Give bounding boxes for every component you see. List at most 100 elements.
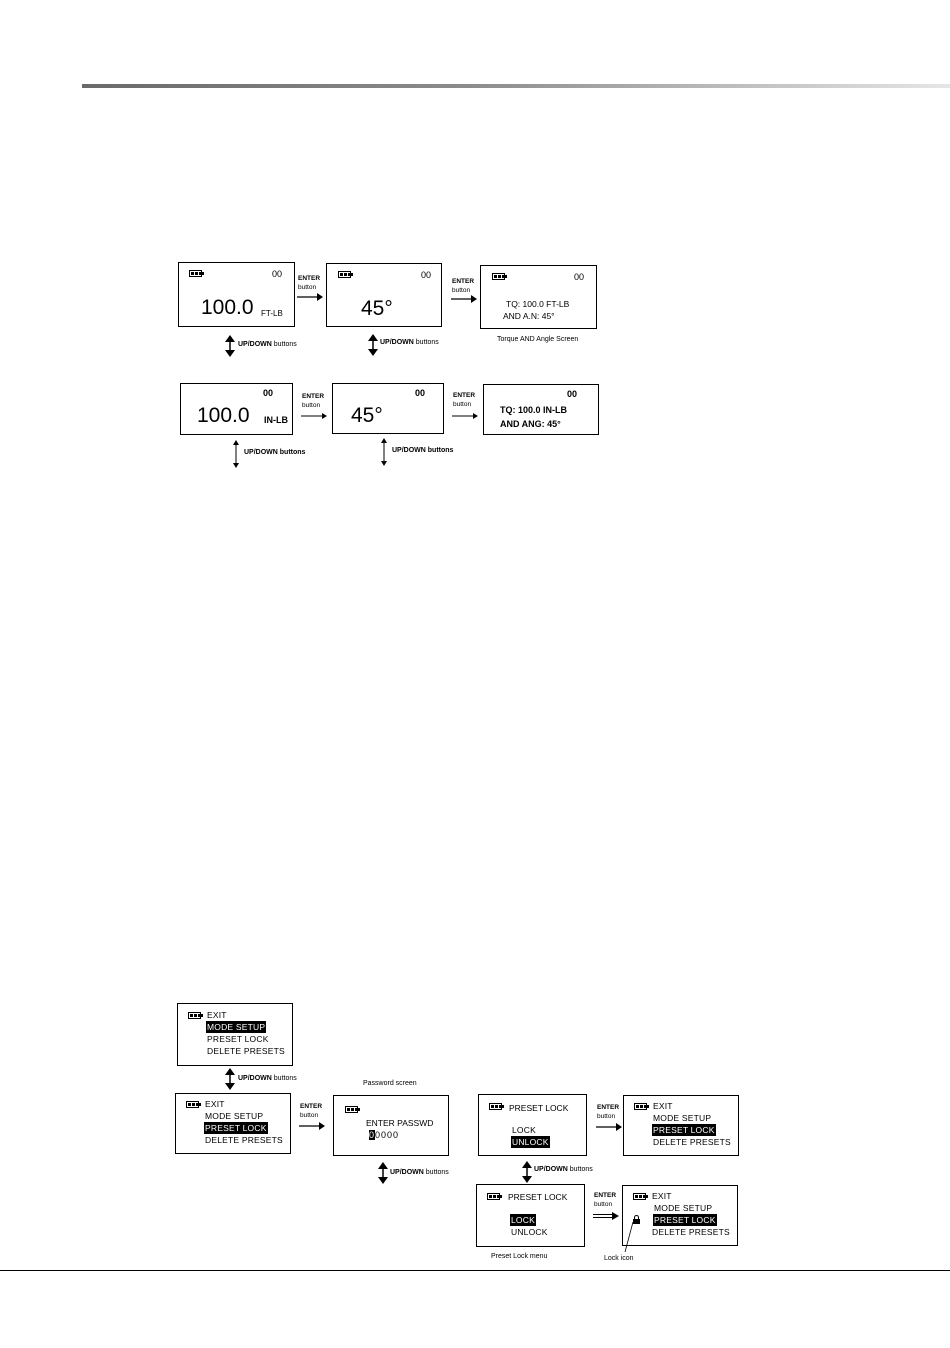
angle-line: AND ANG: 45° (500, 419, 561, 429)
menu-item-exit: EXIT (205, 1099, 225, 1109)
arrow-right-icon (452, 413, 478, 419)
menu-list: EXIT MODE SETUP PRESET LOCK DELETE PRESE… (206, 1009, 286, 1057)
menu-item-mode-setup: MODE SETUP (653, 1113, 712, 1123)
menu-list: EXIT MODE SETUP PRESET LOCK DELETE PRESE… (651, 1190, 731, 1238)
preset-lock-screen-unlock: PRESET LOCK LOCK UNLOCK (478, 1094, 587, 1156)
up-down-arrow-icon (225, 335, 235, 357)
up-down-arrow-icon (378, 1162, 388, 1184)
preset-lock-screen-lock: PRESET LOCK LOCK UNLOCK (476, 1184, 585, 1247)
battery-icon (188, 1012, 203, 1019)
menu-item-mode-setup: MODE SETUP (205, 1111, 264, 1121)
preset-lock-title: PRESET LOCK (509, 1103, 569, 1113)
screen-torque-and-angle: 00 TQ: 100.0 IN-LB AND ANG: 45° (483, 384, 599, 435)
counter: 00 (567, 389, 578, 399)
lock-icon-pointer (624, 1221, 634, 1253)
caption-password-screen: Password screen (363, 1080, 417, 1087)
password-title: ENTER PASSWD (366, 1118, 434, 1128)
up-down-arrow-icon (381, 438, 387, 466)
battery-icon (633, 1193, 648, 1200)
battery-icon (338, 271, 353, 278)
updown-label: UP/DOWN buttons (390, 1169, 449, 1176)
menu-item-exit: EXIT (653, 1101, 673, 1111)
angle-line: AND A.N: 45° (503, 311, 555, 321)
menu-item-mode-setup: MODE SETUP (654, 1203, 713, 1213)
header-rule (82, 84, 950, 88)
torque-value: 100.0 (201, 296, 254, 319)
menu-item-preset-lock: PRESET LOCK (652, 1124, 716, 1136)
updown-label: UP/DOWN buttons (244, 449, 306, 456)
counter: 00 (574, 272, 585, 282)
arrow-right-icon (301, 413, 327, 419)
menu-item-exit: EXIT (207, 1010, 227, 1020)
menu-item-delete-presets: DELETE PRESETS (653, 1137, 731, 1147)
screen-angle: 00 45° (332, 383, 444, 434)
up-down-arrow-icon (368, 334, 378, 356)
menu-item-delete-presets: DELETE PRESETS (205, 1135, 283, 1145)
menu-item-mode-setup: MODE SETUP (206, 1021, 267, 1033)
menu-item-delete-presets: DELETE PRESETS (207, 1046, 285, 1056)
menu-item-preset-lock: PRESET LOCK (207, 1034, 269, 1044)
lock-icon (633, 1215, 640, 1224)
battery-icon (489, 1103, 504, 1110)
torque-line: TQ: 100.0 IN-LB (500, 405, 568, 415)
arrow-right-icon (299, 1122, 325, 1130)
up-down-arrow-icon (233, 440, 239, 468)
battery-icon (189, 270, 204, 277)
lock-options: LOCK UNLOCK (510, 1214, 549, 1238)
option-unlock: UNLOCK (511, 1136, 550, 1148)
arrow-right-icon (451, 295, 477, 303)
counter: 00 (421, 270, 432, 280)
lock-options: LOCK UNLOCK (511, 1124, 550, 1148)
menu-item-preset-lock: PRESET LOCK (653, 1214, 717, 1226)
counter: 00 (415, 388, 426, 398)
menu-list: EXIT MODE SETUP PRESET LOCK DELETE PRESE… (204, 1098, 284, 1146)
screen-torque-ftlb: 00 100.0 FT-LB (178, 262, 295, 327)
arrow-right-icon (297, 293, 323, 301)
battery-icon (345, 1106, 360, 1113)
updown-label: UP/DOWN buttons (380, 339, 439, 346)
screen-torque-and-angle: 00 TQ: 100.0 FT-LB AND A.N: 45° (480, 265, 597, 329)
torque-line: TQ: 100.0 FT-LB (506, 299, 570, 309)
caption-preset-lock-menu: Preset Lock menu (491, 1253, 548, 1260)
battery-icon (634, 1103, 649, 1110)
menu-item-exit: EXIT (652, 1191, 672, 1201)
footer-rule (0, 1270, 950, 1271)
menu-screen-unlocked: EXIT MODE SETUP PRESET LOCK DELETE PRESE… (623, 1095, 739, 1156)
menu-screen-mode-setup: EXIT MODE SETUP PRESET LOCK DELETE PRESE… (177, 1003, 293, 1066)
battery-icon (186, 1101, 201, 1108)
password-rest-digits: 0000 (375, 1130, 400, 1140)
screen-torque-inlb: 00 100.0 IN-LB (180, 383, 293, 435)
menu-screen-locked: EXIT MODE SETUP PRESET LOCK DELETE PRESE… (622, 1185, 738, 1246)
caption-lock-icon: Lock icon (604, 1255, 634, 1262)
option-lock: LOCK (510, 1214, 536, 1226)
angle-value: 45° (351, 404, 383, 427)
counter: 00 (263, 388, 274, 398)
up-down-arrow-icon (225, 1068, 235, 1090)
battery-icon (492, 273, 507, 280)
arrow-right-icon (596, 1123, 622, 1131)
preset-lock-title: PRESET LOCK (508, 1192, 568, 1202)
updown-label: UP/DOWN buttons (238, 341, 297, 348)
torque-value: 100.0 (197, 404, 250, 427)
menu-list: EXIT MODE SETUP PRESET LOCK DELETE PRESE… (652, 1100, 732, 1148)
up-down-arrow-icon (522, 1161, 532, 1183)
counter: 00 (272, 269, 283, 279)
menu-item-preset-lock: PRESET LOCK (204, 1122, 268, 1134)
updown-label: UP/DOWN buttons (534, 1166, 593, 1173)
option-unlock: UNLOCK (511, 1227, 548, 1237)
torque-unit: FT-LB (261, 309, 283, 318)
password-screen: ENTER PASSWD 00000 (333, 1095, 449, 1156)
updown-label: UP/DOWN buttons (238, 1075, 297, 1082)
option-lock: LOCK (512, 1125, 536, 1135)
arrow-right-icon (593, 1212, 619, 1220)
angle-value: 45° (361, 297, 393, 320)
password-cursor-digit: 0 (369, 1130, 376, 1140)
torque-unit: IN-LB (264, 415, 288, 425)
password-digits: 00000 (369, 1130, 399, 1140)
